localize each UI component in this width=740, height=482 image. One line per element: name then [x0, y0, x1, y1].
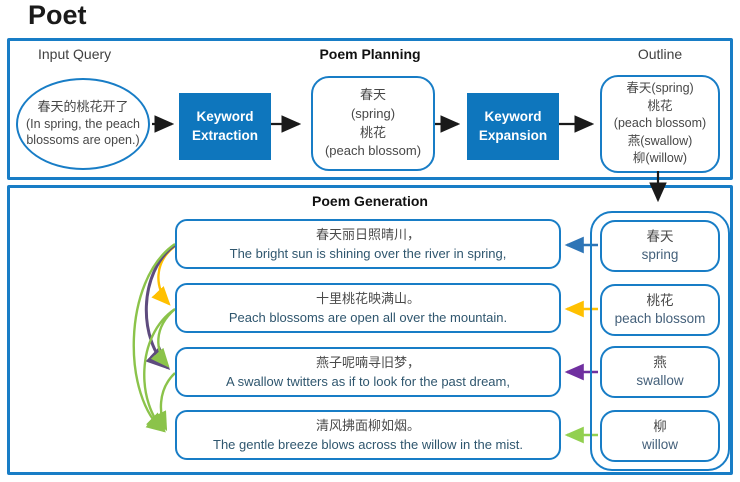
poem-line-box-3: 燕子呢喃寻旧梦， A swallow twitters as if to loo…: [175, 347, 561, 397]
link-line1-line4: [132, 243, 176, 433]
outline-swallow: 燕(swallow): [627, 133, 693, 148]
poem-planning-title: Poem Planning: [319, 46, 421, 62]
query-text-zh: 春天的桃花开了: [37, 99, 129, 115]
keyword-extraction-label-2: Extraction: [191, 127, 259, 143]
poem-planning-panel: Input Query Poem Planning Outline 春天的桃花开…: [7, 38, 733, 180]
input-query-ellipse: 春天的桃花开了 (In spring, the peach blossoms a…: [16, 78, 150, 170]
keyword-expansion-label-1: Keyword: [484, 109, 542, 125]
poem-line-3-zh: 燕子呢喃寻旧梦，: [315, 354, 420, 370]
keyword-box-peach-blossom: 桃花 peach blossom: [600, 284, 720, 336]
keyword-box-spring: 春天 spring: [600, 220, 720, 272]
link-line3-line4: [150, 372, 176, 432]
keyword-spring-en: spring: [641, 247, 679, 263]
keyword-group-box: [590, 211, 730, 471]
poem-line-box-1: 春天丽日照晴川， The bright sun is shining over …: [175, 219, 561, 269]
keyword-box-willow: 柳 willow: [600, 410, 720, 462]
poem-line-4-zh: 清风拂面柳如烟。: [315, 417, 420, 433]
poem-line-box-4: 清风拂面柳如烟。 The gentle breeze blows across …: [175, 410, 561, 460]
poem-line-1-zh: 春天丽日照晴川，: [315, 226, 420, 242]
outline-peach-en: (peach blossom): [613, 116, 707, 131]
keyword-spring-zh: 春天: [646, 229, 674, 245]
poem-line-2-zh: 十里桃花映满山。: [315, 290, 420, 306]
keyword-swallow-en: swallow: [636, 373, 684, 389]
keyword-zh-peach: 桃花: [359, 124, 386, 140]
keyword-en-peach: (peach blossom): [324, 143, 422, 159]
poem-line-3-en: A swallow twitters as if to look for the…: [226, 373, 510, 389]
keyword-en-spring: (spring): [350, 105, 396, 121]
keyword-extraction-label-1: Keyword: [196, 109, 254, 125]
link-line2-line3: [150, 308, 176, 368]
outline-peach-zh: 桃花: [647, 98, 673, 113]
input-query-label: Input Query: [38, 46, 112, 62]
keyword-zh-spring: 春天: [359, 86, 386, 102]
keyword-willow-zh: 柳: [653, 419, 667, 435]
poem-line-box-2: 十里桃花映满山。 Peach blossoms are open all ove…: [175, 283, 561, 333]
outline-spring: 春天(spring): [626, 81, 694, 96]
query-text-en-1: (In spring, the peach: [26, 117, 140, 132]
page-title: Poet: [28, 0, 87, 30]
keyword-expansion-label-2: Expansion: [478, 127, 548, 143]
link-line1-line3: [144, 243, 176, 371]
poem-line-4-en: The gentle breeze blows across the willo…: [213, 436, 523, 452]
keyword-extraction-box: Keyword Extraction: [179, 93, 271, 160]
poem-line-2-en: Peach blossoms are open all over the mou…: [228, 309, 508, 325]
poem-generation-panel: Poem Generation: [7, 185, 733, 475]
keyword-expansion-box: Keyword Expansion: [467, 93, 559, 160]
poem-line-1-en: The bright sun is shining over the river…: [229, 245, 507, 261]
arrow-outline-to-generation: [649, 171, 667, 203]
link-line2-line4: [143, 308, 176, 432]
outline-box: 春天(spring) 桃花 (peach blossom) 燕(swallow)…: [600, 75, 720, 173]
keyword-box-swallow: 燕 swallow: [600, 346, 720, 398]
link-line1-line2: [151, 245, 176, 306]
keyword-willow-en: willow: [641, 437, 678, 453]
keyword-peach-en: peach blossom: [614, 311, 706, 327]
outline-label: Outline: [637, 46, 683, 62]
extracted-keywords-box: 春天 (spring) 桃花 (peach blossom): [311, 76, 435, 171]
keyword-swallow-zh: 燕: [653, 355, 667, 371]
outline-willow: 柳(willow): [632, 151, 688, 166]
query-text-en-2: blossoms are open.): [26, 133, 140, 148]
keyword-peach-zh: 桃花: [646, 293, 674, 309]
poem-generation-title: Poem Generation: [312, 193, 428, 209]
